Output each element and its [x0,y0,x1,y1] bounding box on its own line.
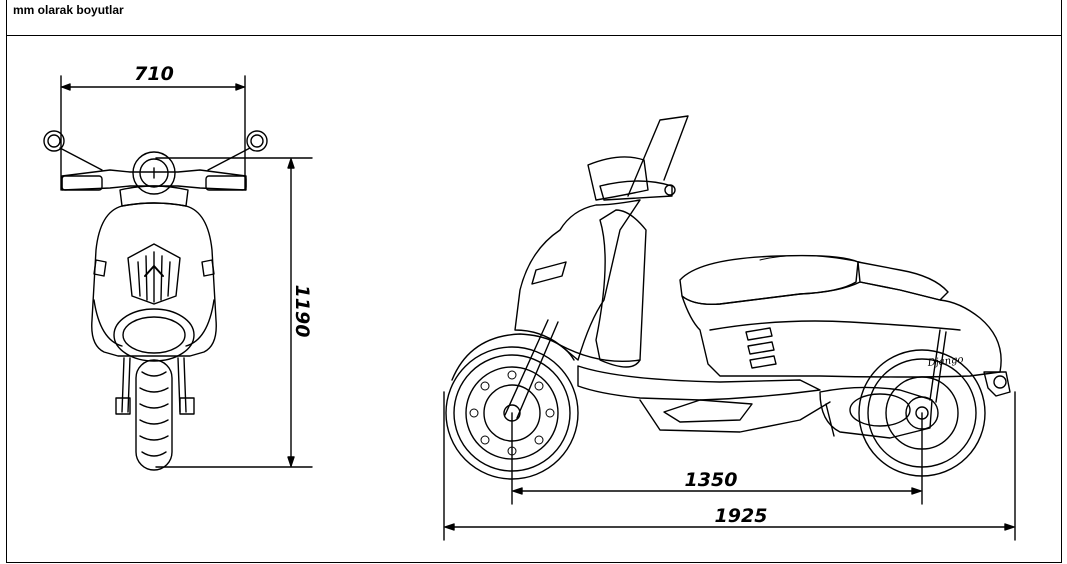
wheelbase-value: 1350 [685,469,738,491]
rear-body [681,281,1002,378]
front-tyre [135,359,173,471]
floorboard [577,365,821,401]
width-dimension: 710 [60,63,246,191]
height-dimension: 1190 [155,157,313,468]
speedometer [132,151,176,195]
height-value: 1190 [291,285,313,338]
front-view-scooter [43,130,268,471]
table-header: mm olarak boyutlar [7,0,1061,36]
right-mirror [246,130,268,152]
headlight [113,308,195,362]
table-frame: mm olarak boyutlar [6,0,1062,563]
seat [679,254,859,306]
front-body [91,202,217,357]
front-grille [127,243,181,305]
length-dimension: 1925 [443,391,1016,541]
engine [819,386,933,439]
side-mirror [627,115,689,197]
width-value: 710 [134,63,174,85]
length-value: 1925 [715,505,768,527]
side-front-body [514,199,641,361]
side-view-scooter: Django [445,115,1011,480]
wheelbase-dimension: 1350 [511,412,923,505]
brand-logo: Django [926,354,964,369]
page-title: mm olarak boyutlar [13,3,124,17]
grab-rail [857,261,949,301]
left-mirror [43,130,65,152]
